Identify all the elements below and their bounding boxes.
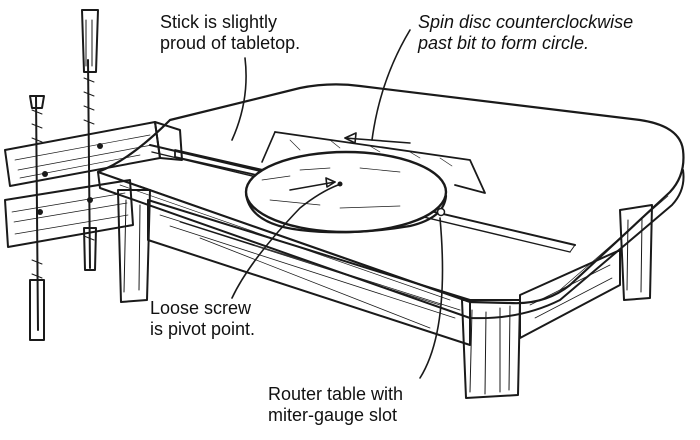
callout-table: Router table with miter-gauge slot (268, 384, 403, 426)
clamp-block-lower (4, 179, 134, 248)
table-leg-front (461, 299, 521, 399)
callout-stick-line1: Stick is slightly (160, 12, 278, 32)
table-top (96, 83, 685, 320)
callout-screw-line1: Loose screw (150, 298, 252, 318)
table-leg-back-right (619, 204, 653, 301)
callout-table-line2: miter-gauge slot (268, 405, 398, 425)
plywood-blank (261, 131, 486, 194)
callout-table-line1: Router table with (268, 384, 404, 404)
callout-spin-line1: Spin disc counterclockwise (418, 12, 634, 32)
leader-table (419, 217, 444, 379)
clamp-left (29, 95, 45, 341)
callout-stick: Stick is slightly proud of tabletop. (160, 12, 300, 54)
callout-spin-line2: past bit to form circle. (418, 33, 590, 53)
callout-screw: Loose screw is pivot point. (150, 298, 255, 340)
table-leg-back-left (117, 189, 151, 303)
callout-spin: Spin disc counterclockwise past bit to f… (418, 12, 633, 54)
clamp-right (81, 9, 99, 271)
leader-stick (231, 57, 247, 141)
disc (244, 150, 448, 234)
router-bit (436, 207, 446, 217)
leader-spin (371, 29, 411, 141)
clamp-block-upper (4, 121, 183, 187)
leader-screw (231, 184, 339, 299)
callout-stick-line2: proud of tabletop. (160, 33, 301, 53)
callout-screw-line2: is pivot point. (150, 319, 256, 339)
